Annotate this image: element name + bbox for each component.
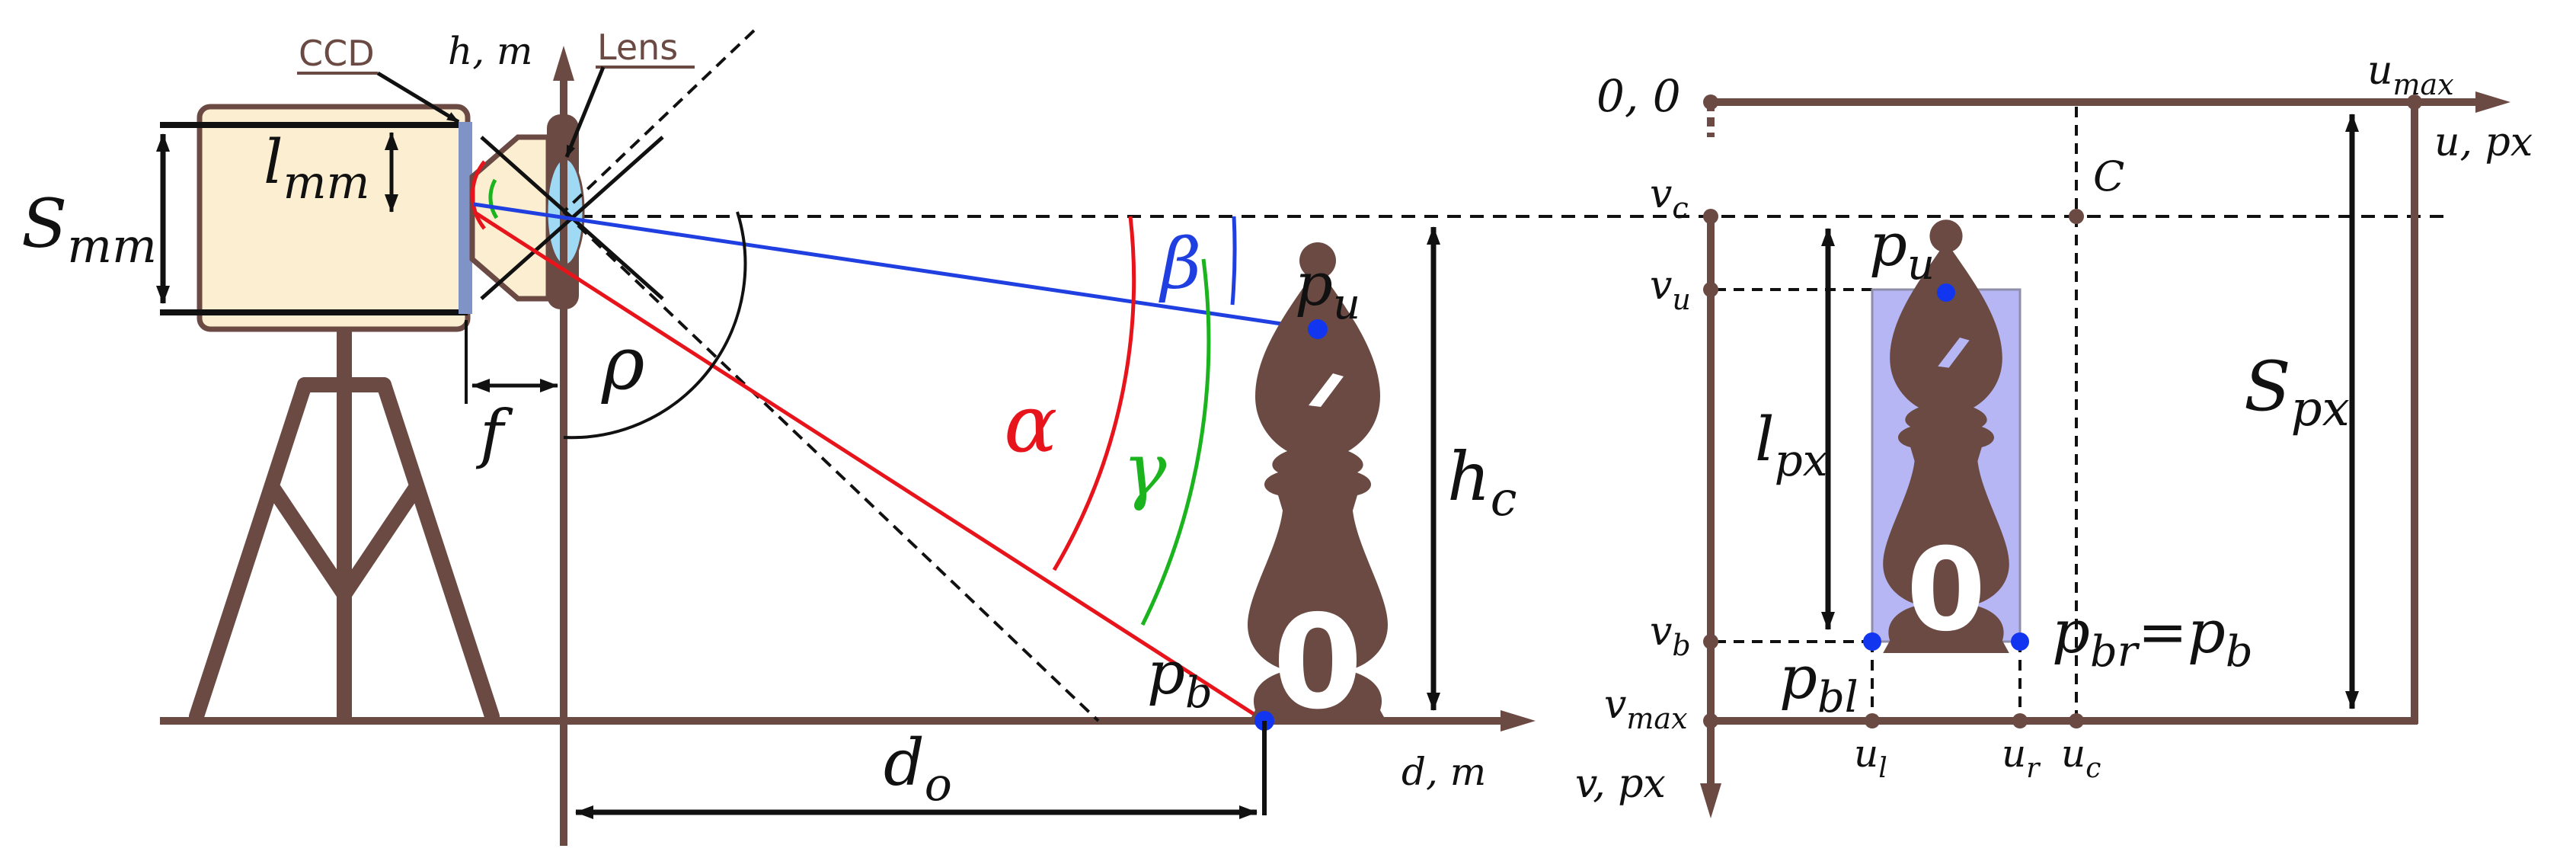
- label-origin: 0, 0: [1596, 70, 1681, 122]
- chess-bishop: [1248, 242, 1388, 724]
- label-v-max: vmax: [1604, 682, 1688, 735]
- label-lens: Lens: [597, 27, 678, 68]
- image-bishop-numeral: 0: [1906, 524, 1986, 657]
- label-c: C: [2093, 152, 2124, 200]
- label-v-c: vc: [1650, 171, 1689, 225]
- label-u-l: ul: [1854, 732, 1887, 784]
- label-d-o: do: [884, 725, 952, 812]
- alpha-arc: [1052, 216, 1136, 571]
- tripod: [189, 305, 500, 724]
- label-image-p-u: pu: [1869, 211, 1935, 290]
- label-u-c: uc: [2061, 732, 2101, 784]
- label-h-c: hc: [1447, 437, 1517, 527]
- label-l-mm: lmm: [264, 126, 369, 210]
- beta-arc: [1230, 216, 1237, 306]
- image-bishop: [1883, 219, 2009, 654]
- bishop-numeral: 0: [1273, 587, 1363, 738]
- label-d-axis: d, m: [1401, 750, 1486, 794]
- label-u-max: umax: [2367, 48, 2454, 101]
- label-p-br: pbr=pb: [2052, 598, 2253, 677]
- ray-to-top: [473, 202, 1318, 331]
- label-p-bl: pbl: [1779, 644, 1858, 722]
- rho-arc: [563, 211, 747, 440]
- label-alpha: α: [1004, 377, 1057, 470]
- camera-body: [197, 104, 471, 332]
- label-s-px: Spx: [2244, 347, 2350, 437]
- gamma-arc: [1140, 258, 1211, 626]
- axis-tick-dots: [1703, 94, 2422, 728]
- label-l-px: lpx: [1755, 404, 1827, 486]
- label-v-axis: v, px: [1575, 761, 1666, 807]
- label-h-axis: h, m: [448, 29, 532, 73]
- label-rho: ρ: [601, 321, 644, 406]
- label-s-mm: Smm: [21, 184, 157, 274]
- ray-to-base: [472, 210, 1266, 723]
- point-p-u: [1308, 319, 1328, 339]
- label-f: f: [475, 396, 513, 471]
- label-p-b: pb: [1147, 639, 1213, 718]
- label-beta: β: [1159, 223, 1201, 305]
- label-gamma: γ: [1123, 427, 1167, 513]
- label-v-u: vu: [1650, 263, 1691, 316]
- label-u-r: ur: [2002, 732, 2041, 784]
- label-v-b: vb: [1650, 609, 1691, 662]
- label-u-axis: u, px: [2434, 120, 2533, 165]
- ccd-sensor: [459, 122, 472, 314]
- label-p-u: pu: [1295, 251, 1360, 329]
- image-point-p-bl: [1863, 632, 1881, 651]
- label-ccd: CCD: [299, 33, 375, 74]
- image-point-p-u: [1937, 283, 1955, 302]
- image-point-p-br: [2011, 632, 2029, 651]
